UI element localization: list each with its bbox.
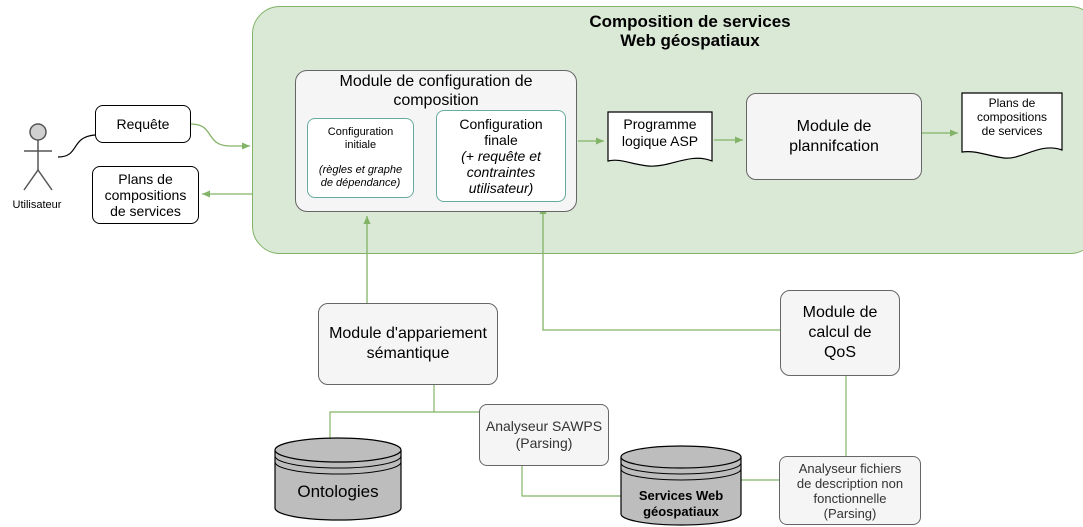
planning-module-line1: Module de [796, 117, 872, 135]
semantic-matching-module: Module d'appariement sémantique [318, 303, 498, 385]
ontologies-cylinder [274, 437, 402, 521]
plans-doc-label: Plans de compositions de services [962, 96, 1062, 138]
sawps-line1: Analyseur SAWPS [485, 418, 603, 434]
semantic-module-line2: sémantique [366, 345, 450, 362]
nf-description-analyzer: Analyseur fichiers de description non fo… [779, 456, 921, 525]
config-final-line5: utilisateur) [468, 180, 534, 196]
qos-module: Module de calcul de QoS [780, 290, 900, 376]
plans-doc-shape [961, 92, 1063, 159]
geo-services-cylinder [620, 445, 742, 526]
nf-analyzer-line2: de description non [796, 475, 904, 491]
config-module-title-line2: composition [393, 92, 479, 109]
requete-box: Requête [95, 105, 191, 143]
nf-analyzer-line1: Analyseur fichiers [798, 460, 902, 476]
asp-doc-line1: Programme [623, 116, 697, 132]
asp-doc-shape [607, 111, 713, 167]
geo-services-label: Services Web géospatiaux [620, 488, 742, 520]
qos-module-line1: Module de [802, 304, 878, 321]
requete-label: Requête [116, 116, 170, 132]
plans-output-line3: de services [110, 203, 181, 219]
config-initial-line1: Configuration [327, 126, 394, 138]
planning-module-line2: plannifcation [789, 137, 879, 155]
config-initial-line4: de dépendance) [320, 177, 401, 189]
nf-analyzer-line4: (Parsing) [823, 505, 877, 521]
asp-doc-line2: logique ASP [621, 133, 699, 149]
config-initial-line2: initiale [344, 139, 377, 151]
sawps-analyzer: Analyseur SAWPS (Parsing) [479, 404, 609, 466]
user-label: Utilisateur [12, 199, 62, 211]
config-module-title: Module de configuration de composition [296, 72, 576, 110]
edge-semantic-ontologies-sawps [329, 385, 479, 440]
edge-qos-final [539, 206, 780, 331]
sawps-line2: (Parsing) [515, 435, 573, 451]
qos-module-line3: QoS [823, 344, 856, 361]
config-final-line1: Configuration [459, 116, 543, 132]
nf-analyzer-line3: fonctionnelle [813, 490, 887, 506]
semantic-module-line1: Module d'appariement [329, 325, 487, 342]
asp-doc-label: Programme logique ASP [608, 116, 712, 150]
plans-doc-line3: de services [981, 124, 1043, 138]
config-final-box: Configuration finale (+ requête et contr… [436, 110, 566, 202]
config-final-line2: finale [484, 132, 518, 148]
edge-user-requete [57, 134, 96, 158]
config-initial-box: Configuration initiale (règles et graphe… [307, 118, 414, 198]
qos-module-line2: calcul de [808, 324, 872, 341]
config-final-line3: (+ requête et [461, 148, 541, 164]
panel-title-line2: Web géospatiaux [620, 31, 760, 50]
config-initial-line3: (règles et graphe [318, 164, 403, 176]
plans-output-box: Plans de compositions de services [92, 166, 199, 224]
plans-doc-line1: Plans de [988, 96, 1036, 110]
panel-title: Composition de services Web géospatiaux [520, 12, 860, 50]
edge-sawps-services [521, 466, 622, 497]
panel-title-line1: Composition de services [589, 12, 791, 31]
geo-services-line1: Services Web [638, 488, 724, 503]
plans-output-line2: compositions [104, 187, 187, 203]
plans-output-line1: Plans de [118, 171, 173, 187]
planning-module: Module de plannifcation [746, 93, 922, 180]
plans-doc-line2: compositions [976, 110, 1048, 124]
edge-requete-panel [190, 123, 250, 150]
ontologies-label: Ontologies [297, 482, 379, 501]
user-icon [23, 123, 53, 191]
geo-services-line2: géospatiaux [643, 504, 719, 519]
config-module-title-line1: Module de configuration de [339, 73, 533, 90]
config-final-line4: contraintes [466, 164, 536, 180]
